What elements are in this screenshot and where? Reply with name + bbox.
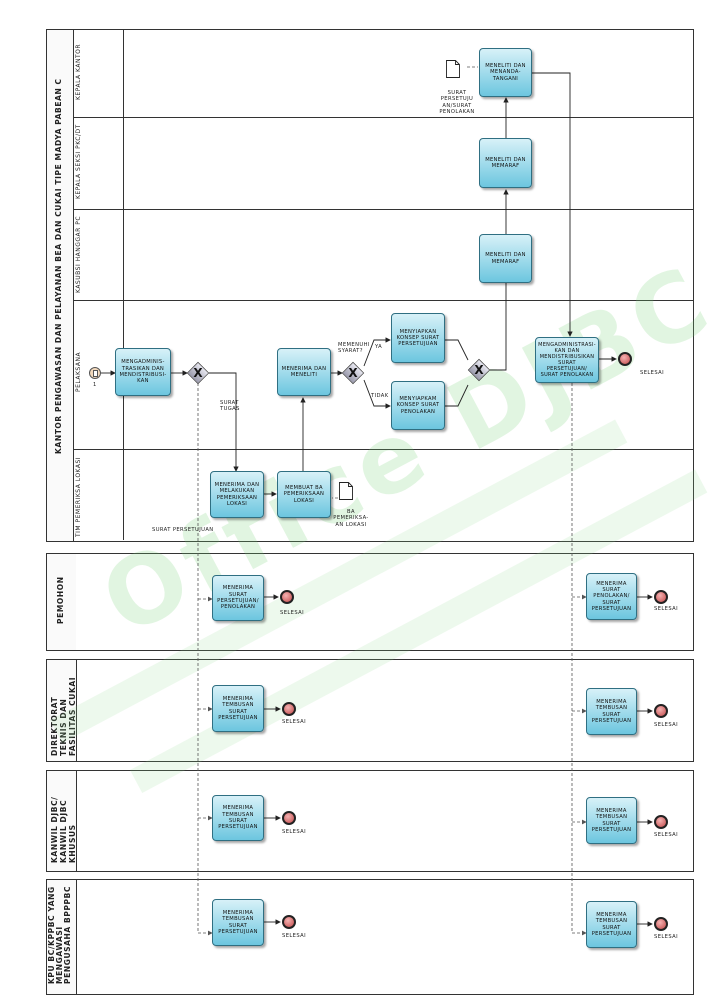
- surat-persetujuan-label: SURAT PERSETUJUAN: [152, 527, 214, 533]
- end-event: [654, 704, 668, 718]
- task-kppbc-tembusan-right: MENERIMA TEMBUSAN SURAT PERSETUJUAN: [586, 901, 637, 948]
- task-meneliti-memaraf-kasubsi: MENELITI DAN MEMARAF: [479, 234, 532, 283]
- selesai-label: SELESAI: [282, 829, 307, 835]
- selesai-label: SELESAI: [654, 722, 679, 728]
- pool-main-title: KANTOR PENGAWASAN DAN PELAYANAN BEA DAN …: [54, 78, 63, 454]
- pool-main: KANTOR PENGAWASAN DAN PELAYANAN BEA DAN …: [46, 29, 694, 542]
- lane-kasubsi: KASUBSI HANGGAR PC: [73, 209, 693, 301]
- end-event: [282, 915, 296, 929]
- pool-main-header: KANTOR PENGAWASAN DAN PELAYANAN BEA DAN …: [47, 30, 74, 541]
- memenuhi-syarat-label: MEMENUHI SYARAT?: [338, 342, 370, 355]
- ba-document-label: BA PEMERIKSA-AN LOKASI: [333, 509, 369, 528]
- pool-pemohon-title: PEMOHON: [56, 576, 65, 624]
- lane-kepala-seksi: KEPALA SEKSI PKC/DT: [73, 117, 693, 210]
- task-meneliti-menandatangani: MENELITI DAN MENANDA-TANGANI: [479, 48, 532, 97]
- task-kanwil-tembusan-right: MENERIMA TEMBUSAN SURAT PERSETUJUAN: [586, 797, 637, 844]
- selesai-label: SELESAI: [654, 832, 679, 838]
- start-event: [89, 367, 101, 379]
- selesai-label: SELESAI: [282, 719, 307, 725]
- task-pemohon-menerima-penolakan: MENERIMA SURAT PENOLAKAN/ SURAT PERSETUJ…: [586, 573, 637, 620]
- document-icon: [339, 482, 353, 500]
- ya-label: YA: [375, 344, 383, 350]
- lane-title-pelaksana: PELAKSANA: [75, 351, 82, 392]
- task-mengadministrasikan: MENGADMINIS-TRASIKAN DAN MENDISTRIBUSI-K…: [115, 348, 171, 396]
- task-meneliti-memaraf-kasi: MENELITI DAN MEMARAF: [479, 138, 532, 188]
- end-event: [280, 590, 294, 604]
- task-mengadministrasikan-distribusi: MENGADMINISTRASI-KAN DAN MENDISTRIBUSIKA…: [535, 337, 599, 383]
- end-event: [618, 352, 632, 366]
- selesai-label: SELESAI: [654, 606, 679, 612]
- end-event: [282, 702, 296, 716]
- task-menyiapkan-persetujuan: MENYIAPKAN KONSEP SURAT PERSETUJUAN: [391, 313, 445, 363]
- selesai-label: SELESAI: [654, 934, 679, 940]
- task-direktorat-tembusan: MENERIMA TEMBUSAN SURAT PERSETUJUAN: [212, 685, 264, 732]
- task-kanwil-tembusan: MENERIMA TEMBUSAN SURAT PERSETUJUAN: [212, 795, 264, 841]
- task-direktorat-tembusan-right: MENERIMA TEMBUSAN SURAT PERSETUJUAN: [586, 688, 637, 735]
- selesai-label: SELESAI: [640, 370, 665, 376]
- lane-tim-pemeriksa: TIM PEMERIKSA LOKASI: [73, 449, 693, 540]
- end-event: [282, 811, 296, 825]
- document-icon: [446, 60, 460, 78]
- end-event: [654, 590, 668, 604]
- end-event: [654, 815, 668, 829]
- tidak-label: TIDAK: [371, 393, 389, 399]
- task-menerima-meneliti: MENERIMA DAN MENELITI: [277, 348, 331, 396]
- pool-kppbc-title: KPU BC/KPPBC YANG MENGAWASI PENGUSAHA BP…: [47, 885, 72, 984]
- lane-title-kepala-seksi: KEPALA SEKSI PKC/DT: [75, 124, 82, 199]
- end-event: [654, 917, 668, 931]
- task-membuat-ba: MEMBUAT BA PEMERIKSAAN LOKASI: [277, 471, 331, 518]
- task-kppbc-tembusan: MENERIMA TEMBUSAN SURAT PERSETUJUAN: [212, 899, 264, 946]
- lane-title-kepala-kantor: KEPALA KANTOR: [75, 43, 82, 100]
- surat-document-label: SURAT PERSETUJU AN/SURAT PENOLAKAN: [439, 90, 475, 115]
- pool-kanwil-title: KANWIL DJBC/ KANWIL DJBC KHUSUS: [50, 796, 77, 863]
- start-label: 1: [93, 382, 97, 388]
- lane-kepala-kantor: KEPALA KANTOR: [73, 30, 693, 118]
- lane-title-tim-pemeriksa: TIM PEMERIKSA LOKASI: [75, 456, 82, 537]
- surat-tugas-label: SURAT TUGAS: [220, 400, 240, 413]
- task-menyiapkan-penolakan: MENYIAPKAM KONSEP SURAT PENOLAKAN: [391, 381, 445, 430]
- gateway-1: X: [186, 361, 210, 385]
- lane-title-kasubsi: KASUBSI HANGGAR PC: [75, 215, 82, 293]
- task-pemohon-menerima: MENERIMA SURAT PERSETUJUAN/ PENOLAKAN: [212, 575, 264, 621]
- gateway-merge: X: [467, 358, 491, 382]
- gateway-memenuhi-syarat: X: [341, 361, 365, 385]
- task-menerima-melakukan-pemeriksaan: MENERIMA DAN MELAKUKAN PEMERIKSAAN LOKAS…: [210, 471, 264, 518]
- selesai-label: SELESAI: [282, 933, 307, 939]
- selesai-label: SELESAI: [280, 610, 305, 616]
